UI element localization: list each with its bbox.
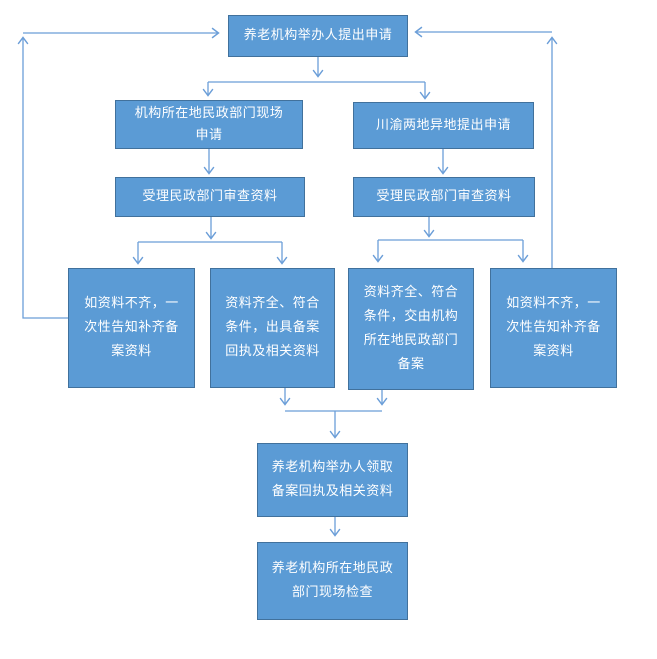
node-apply: 养老机构举办人提出申请 [228,15,408,57]
edge-feedback-right [414,26,558,268]
edge-review-right-split [372,217,529,263]
edge-review-left-split [132,217,288,265]
node-inspect: 养老机构所在地民政 部门现场检查 [257,542,408,620]
node-review-right: 受理民政部门审查资料 [353,177,535,217]
node-incomplete-right: 如资料不齐，一 次性告知补齐备 案资料 [490,268,617,388]
node-onsite-apply: 机构所在地民政部门现场 申请 [115,100,303,149]
node-complete-issue: 资料齐全、符合 条件，出具备案 回执及相关资料 [210,268,335,388]
node-complete-transfer: 资料齐全、符合 条件，交由机构 所在地民政部门 备案 [348,268,474,390]
node-receive: 养老机构举办人领取 备案回执及相关资料 [257,443,408,517]
edge-apply-split [202,57,431,100]
node-review-left: 受理民政部门审查资料 [115,177,305,217]
edge-converge-receive [279,388,388,439]
node-remote-apply: 川渝两地异地提出申请 [353,102,534,149]
edge-feedback-left [17,27,220,319]
node-incomplete-left: 如资料不齐，一 次性告知补齐备 案资料 [68,268,195,388]
